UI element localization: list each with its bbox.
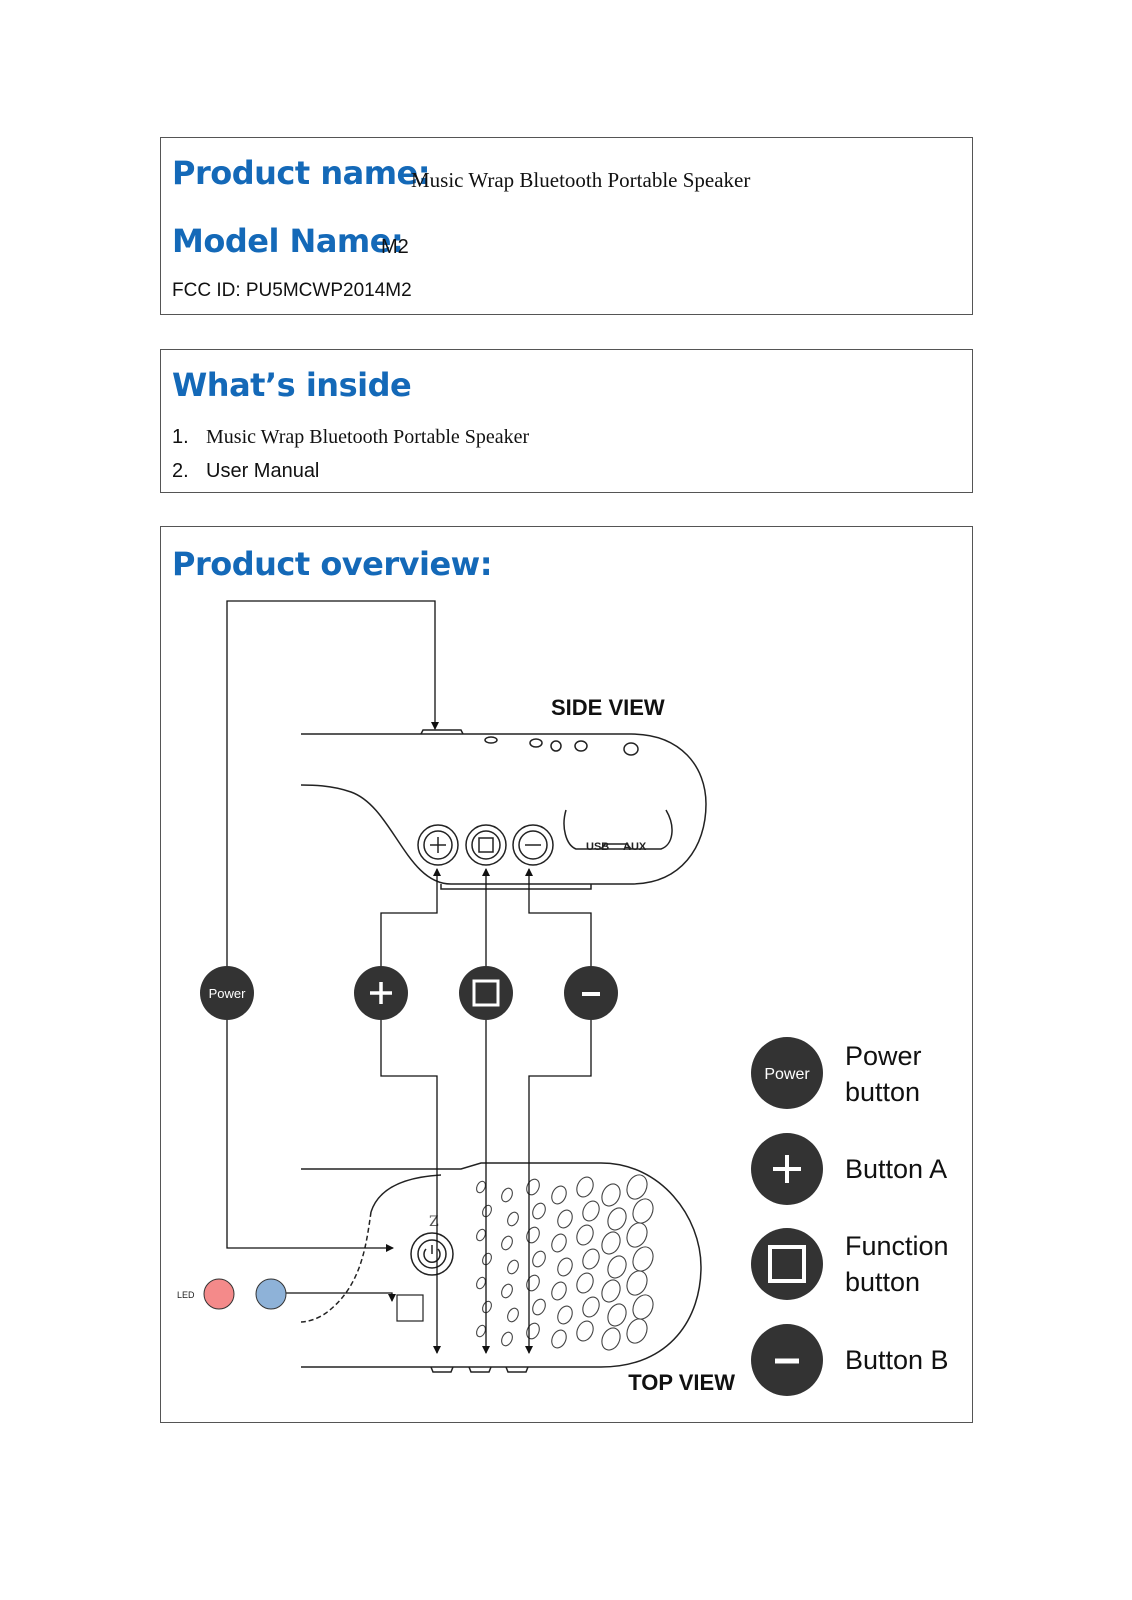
grille-hole <box>507 1211 519 1227</box>
legend-power-line1: Power <box>845 1041 922 1071</box>
grille-hole <box>582 1248 600 1270</box>
grille-hole <box>632 1246 654 1272</box>
model-name-label: Model Name: <box>172 222 404 260</box>
grille-hole <box>601 1279 621 1303</box>
grille-hole <box>476 1324 486 1338</box>
grille-hole <box>482 1252 492 1266</box>
side-view-speaker <box>300 729 707 890</box>
grille-hole <box>532 1298 546 1316</box>
product-name-label: Product name: <box>172 154 431 192</box>
grille-hole <box>551 1233 567 1253</box>
grille-hole <box>626 1318 648 1344</box>
legend-function-line2: button <box>845 1267 920 1297</box>
list-item: 2. User Manual <box>172 460 319 483</box>
legend-button-a-label: Button A <box>845 1154 947 1184</box>
legend-button-b-label: Button B <box>845 1345 949 1375</box>
legend-function: Function button <box>751 1228 949 1300</box>
legend-button-a: Button A <box>751 1133 947 1205</box>
model-name-value: M2 <box>381 236 409 258</box>
grille-hole <box>501 1235 513 1251</box>
grille-hole <box>576 1272 594 1294</box>
whats-inside-box: What’s inside 1. Music Wrap Bluetooth Por… <box>160 349 973 493</box>
grille-hole <box>476 1180 486 1194</box>
grille-hole <box>551 1185 567 1205</box>
grille-hole <box>507 1259 519 1275</box>
grille-hole <box>601 1327 621 1351</box>
grille-hole <box>482 1204 492 1218</box>
grille-hole <box>557 1305 573 1325</box>
led-blue-indicator <box>255 1278 287 1310</box>
grille-hole <box>601 1183 621 1207</box>
grille-hole <box>507 1307 519 1323</box>
minus-badge <box>564 966 618 1020</box>
grille-hole <box>476 1228 486 1242</box>
grille-hole <box>582 1200 600 1222</box>
grille-hole <box>626 1174 648 1200</box>
legend-power-badge-label: Power <box>764 1066 810 1083</box>
grille-hole <box>551 1281 567 1301</box>
side-function-button <box>465 824 507 866</box>
grille-hole <box>476 1276 486 1290</box>
grille-hole <box>607 1303 627 1327</box>
grille-hole <box>526 1274 540 1292</box>
product-name-value: Music Wrap Bluetooth Portable Speaker <box>411 168 751 192</box>
aux-port-label: AUX <box>623 841 647 853</box>
grille-hole <box>576 1176 594 1198</box>
legend-power: Power Power button <box>751 1037 922 1109</box>
function-badge <box>459 966 513 1020</box>
product-diagram: USB AUX SIDE VIEW Z TOP VIEW <box>177 600 949 1396</box>
grille-hole <box>576 1224 594 1246</box>
list-text: User Manual <box>206 460 320 482</box>
grille-hole <box>626 1270 648 1296</box>
legend-button-b: Button B <box>751 1324 949 1396</box>
grille-hole <box>557 1209 573 1229</box>
list-number: 1. <box>172 426 189 448</box>
product-overview-title: Product overview: <box>172 545 493 583</box>
grille-hole <box>551 1329 567 1349</box>
list-text: Music Wrap Bluetooth Portable Speaker <box>206 426 530 448</box>
side-minus-button <box>512 824 554 866</box>
side-plus-button <box>417 824 459 866</box>
grille-hole <box>626 1222 648 1248</box>
grille-hole <box>501 1331 513 1347</box>
led-label: LED <box>177 1290 195 1300</box>
list-number: 2. <box>172 460 189 482</box>
grille-hole <box>501 1283 513 1299</box>
grille-hole <box>632 1198 654 1224</box>
grille-hole <box>532 1250 546 1268</box>
grille-hole <box>582 1296 600 1318</box>
top-view-grille <box>476 1174 654 1351</box>
grille-hole <box>482 1300 492 1314</box>
grille-hole <box>526 1226 540 1244</box>
whats-inside-title: What’s inside <box>172 366 412 404</box>
fcc-id: FCC ID: PU5MCWP2014M2 <box>172 280 412 301</box>
product-overview-box: Product overview: <box>160 526 973 1423</box>
top-power-button <box>410 1232 454 1276</box>
grille-hole <box>632 1294 654 1320</box>
top-view-speaker <box>300 1162 702 1373</box>
top-led-window <box>396 1294 424 1322</box>
grille-hole <box>576 1320 594 1342</box>
usb-port-label: USB <box>586 841 609 853</box>
led-red-indicator <box>203 1278 235 1310</box>
side-view-label: SIDE VIEW <box>551 695 665 720</box>
legend-power-line2: button <box>845 1077 920 1107</box>
grille-hole <box>607 1207 627 1231</box>
product-info-box: Product name: Music Wrap Bluetooth Porta… <box>160 137 973 315</box>
grille-hole <box>532 1202 546 1220</box>
legend-function-line1: Function <box>845 1231 949 1261</box>
power-badge-label: Power <box>209 986 247 1001</box>
grille-hole <box>526 1322 540 1340</box>
grille-hole <box>501 1187 513 1203</box>
grille-hole <box>557 1257 573 1277</box>
top-view-label: TOP VIEW <box>628 1370 735 1395</box>
connector-lines <box>226 600 592 1354</box>
grille-hole <box>607 1255 627 1279</box>
list-item: 1. Music Wrap Bluetooth Portable Speaker <box>172 426 529 449</box>
power-badge: Power <box>200 966 254 1020</box>
plus-badge <box>354 966 408 1020</box>
grille-hole <box>601 1231 621 1255</box>
logo-mark: Z <box>429 1214 439 1230</box>
grille-hole <box>526 1178 540 1196</box>
